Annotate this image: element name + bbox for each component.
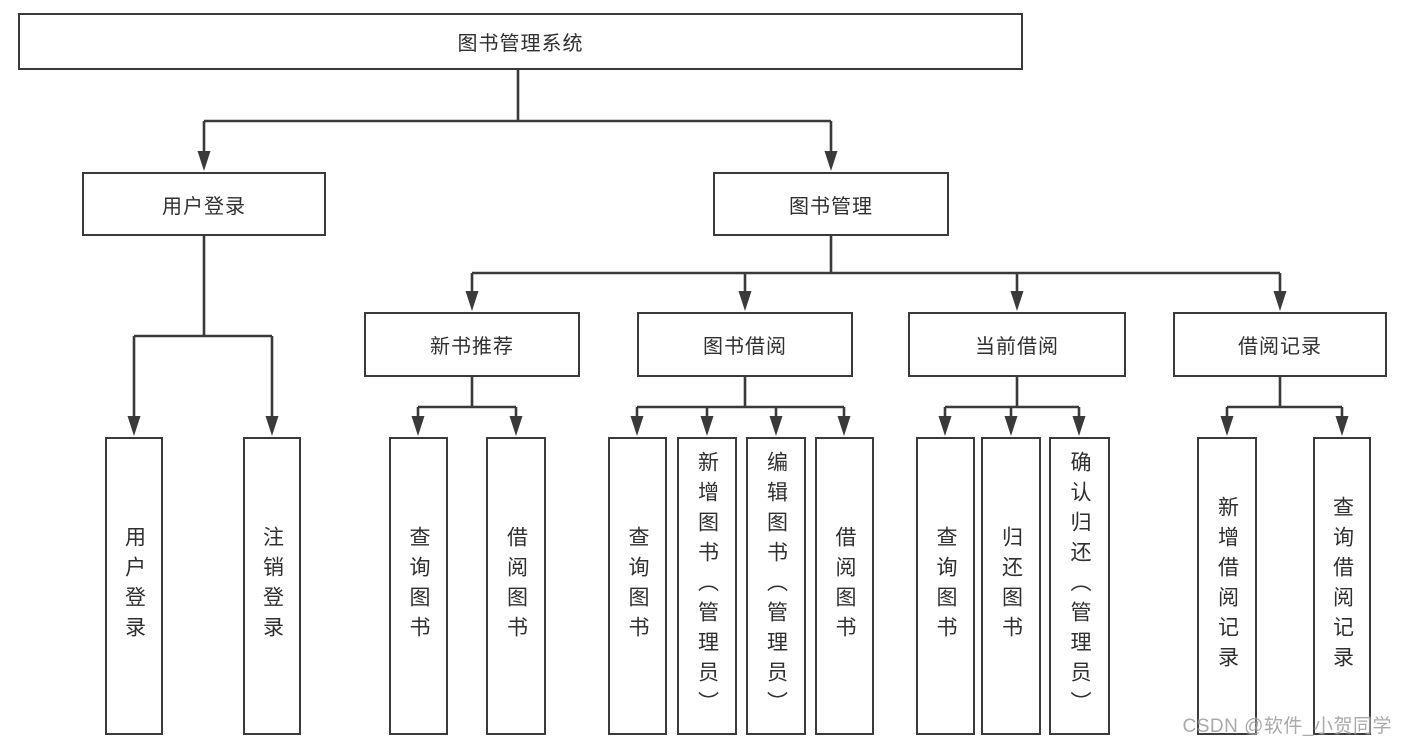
leaf-confirm-return-admin: 确认归还（管理员） — [1049, 437, 1110, 735]
leaf-add-borrow-record: 新增借阅记录 — [1197, 437, 1257, 735]
csdn-watermark: CSDN @软件_小贺同学 — [1182, 716, 1392, 737]
leaf-query-books-current: 查询图书 — [916, 437, 975, 735]
leaf-borrow-books-borrowing: 借阅图书 — [815, 437, 874, 735]
leaf-query-borrow-record: 查询借阅记录 — [1313, 437, 1371, 735]
node-book-borrowing: 图书借阅 — [637, 312, 853, 377]
node-user-login: 用户登录 — [82, 172, 326, 236]
node-new-book-recommend: 新书推荐 — [364, 312, 580, 377]
leaf-borrow-books-recommend: 借阅图书 — [486, 437, 546, 735]
leaf-logout: 注销登录 — [243, 437, 301, 735]
leaf-query-books-borrowing: 查询图书 — [608, 437, 667, 735]
leaf-add-book-admin: 新增图书（管理员） — [677, 437, 737, 735]
node-root: 图书管理系统 — [18, 13, 1023, 70]
node-borrowing-records: 借阅记录 — [1173, 312, 1387, 377]
node-current-borrowing: 当前借阅 — [908, 312, 1126, 377]
leaf-user-login: 用户登录 — [105, 437, 163, 735]
leaf-return-book: 归还图书 — [981, 437, 1041, 735]
leaf-query-books-recommend: 查询图书 — [389, 437, 448, 735]
node-book-management: 图书管理 — [713, 172, 949, 236]
leaf-edit-book-admin: 编辑图书（管理员） — [746, 437, 806, 735]
